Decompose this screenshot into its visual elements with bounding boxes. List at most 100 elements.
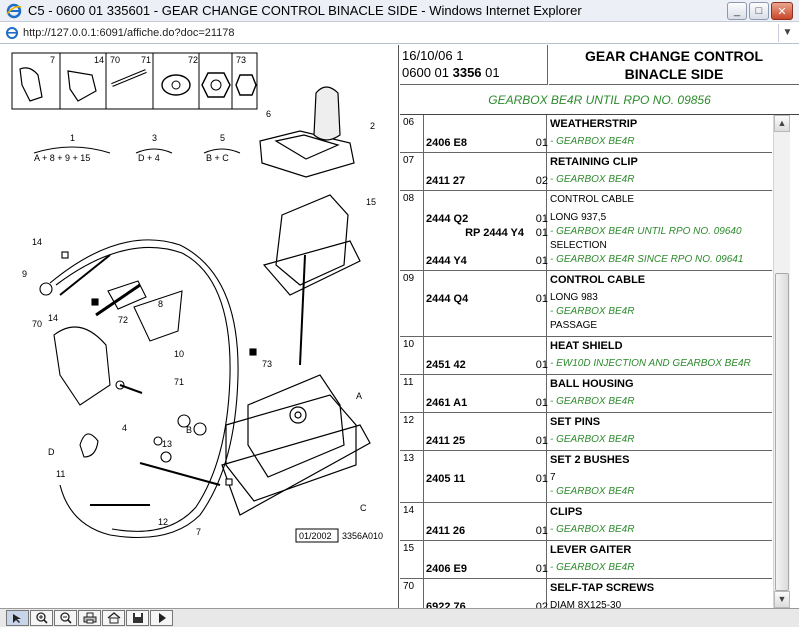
address-bar: http://127.0.0.1:6091/affiche.do?doc=211… — [0, 22, 799, 44]
part-number: 08 — [400, 191, 424, 270]
callout-13: 13 — [162, 439, 172, 449]
drawing-stamp: 01/2002 3356A010 — [295, 528, 383, 543]
page-subtitle: GEARBOX BE4R UNTIL RPO NO. 09856 — [488, 93, 711, 107]
save-icon — [132, 613, 143, 623]
page-title-line1: GEAR CHANGE CONTROL — [584, 48, 764, 64]
column-divider — [546, 579, 547, 608]
home-button[interactable] — [102, 610, 125, 626]
zoom-in-button[interactable] — [30, 610, 53, 626]
vertical-scrollbar[interactable]: ▲ ▼ — [773, 115, 790, 608]
part-name: SET 2 BUSHES — [550, 454, 630, 466]
part-reference: RP 2444 Y4 — [465, 227, 524, 239]
formula-expr-5: B + C — [206, 153, 229, 163]
part-reference: 2405 11 — [426, 473, 466, 485]
header-code: 0600 01 3356 01 — [402, 64, 547, 81]
part-quantity: 01 — [535, 227, 548, 239]
close-icon: ✕ — [777, 5, 787, 18]
maximize-button[interactable]: □ — [749, 2, 769, 20]
part-name: SET PINS — [550, 416, 601, 428]
formula-group-5: 5 — [220, 133, 225, 143]
part-note: - GEARBOX BE4R — [550, 434, 635, 445]
part-name: SELF-TAP SCREWS — [550, 582, 655, 594]
zoom-out-icon — [59, 612, 72, 624]
header-code-prefix: 0600 01 — [402, 65, 453, 80]
part-number: 06 — [400, 115, 424, 152]
callout-14-top: 14 — [32, 237, 42, 247]
zoom-out-button[interactable] — [54, 610, 77, 626]
part-note: - GEARBOX BE4R — [550, 174, 635, 185]
column-divider — [546, 115, 547, 152]
part-number: 14 — [400, 503, 424, 540]
callout-10: 10 — [174, 349, 184, 359]
formula-group-1: 1 — [70, 133, 75, 143]
close-button[interactable]: ✕ — [771, 2, 793, 20]
print-button[interactable] — [78, 610, 101, 626]
stamp-ref: 3356A010 — [342, 531, 383, 541]
part-reference: 2444 Q2 — [426, 213, 469, 225]
column-divider — [546, 191, 547, 270]
scroll-down-button[interactable]: ▼ — [774, 591, 790, 608]
column-divider — [546, 541, 547, 578]
minimize-icon: _ — [733, 5, 741, 17]
stamp-date: 01/2002 — [299, 531, 332, 541]
part-reference: 2444 Y4 — [426, 255, 467, 267]
column-divider — [546, 451, 547, 502]
part-number: 10 — [400, 337, 424, 374]
part-name: RETAINING CLIP — [550, 156, 638, 168]
pointer-button[interactable] — [6, 610, 29, 626]
part-reference: 6922 76 — [426, 601, 466, 608]
part-number: 70 — [400, 579, 424, 608]
callout-12: 12 — [158, 517, 168, 527]
part-quantity: 01 — [535, 473, 548, 485]
header-code-suffix: 01 — [481, 65, 500, 80]
part-note: DIAM 8X125-30 — [550, 600, 622, 608]
scroll-thumb[interactable] — [775, 273, 789, 591]
zoom-in-icon — [35, 612, 48, 624]
document-header: 16/10/06 1 0600 01 3356 01 GEAR CHANGE C… — [400, 45, 799, 115]
scroll-up-button[interactable]: ▲ — [774, 115, 790, 132]
part-name: CLIPS — [550, 506, 583, 518]
part-note: - GEARBOX BE4R — [550, 136, 635, 147]
minimize-button[interactable]: _ — [727, 2, 747, 20]
callout-D: D — [48, 447, 55, 457]
part-quantity: 01 — [535, 525, 548, 537]
address-dropdown-button[interactable]: ▼ — [778, 23, 796, 42]
next-button[interactable] — [150, 610, 173, 626]
print-icon — [83, 612, 96, 624]
save-button[interactable] — [126, 610, 149, 626]
part-note: LONG 937,5 — [550, 212, 607, 223]
callout-7: 7 — [196, 527, 201, 537]
url-field[interactable]: http://127.0.0.1:6091/affiche.do?doc=211… — [23, 26, 235, 39]
part-note: PASSAGE — [550, 320, 598, 331]
column-divider — [546, 153, 547, 190]
part-note: - GEARBOX BE4R — [550, 524, 635, 535]
callout-72: 72 — [118, 315, 128, 325]
part-quantity: 02 — [535, 601, 548, 608]
box-label-72: 72 — [188, 55, 198, 65]
chevron-up-icon: ▲ — [777, 118, 787, 128]
window-title: C5 - 0600 01 335601 - GEAR CHANGE CONTRO… — [28, 3, 582, 18]
ie-logo-icon — [6, 3, 22, 18]
part-name: BALL HOUSING — [550, 378, 634, 390]
part-name: CONTROL CABLE — [550, 274, 646, 286]
part-note: 7 — [550, 472, 556, 483]
box-label-73: 73 — [236, 55, 246, 65]
part-quantity: 01 — [535, 255, 548, 267]
callout-C: C — [360, 503, 367, 513]
column-divider — [546, 337, 547, 374]
callout-B: B — [186, 425, 192, 435]
column-divider — [546, 271, 547, 336]
part-reference: 2406 E9 — [426, 563, 467, 575]
